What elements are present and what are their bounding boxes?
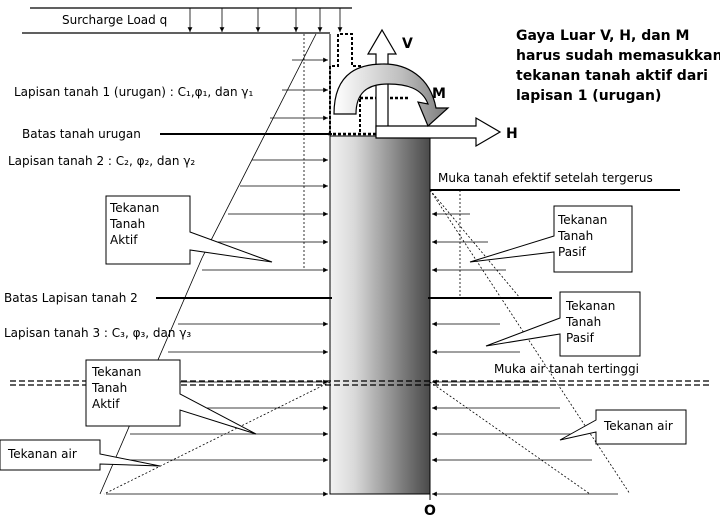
force-label-h: H xyxy=(506,126,518,142)
surcharge-label: Surcharge Load q xyxy=(62,13,167,27)
callout-water-right-text: Tekanan air xyxy=(603,419,673,433)
origin-label: O xyxy=(424,503,436,518)
note-line-4: lapisan 1 (urugan) xyxy=(516,88,661,104)
pile xyxy=(329,135,431,495)
layer2-boundary-label: Batas Lapisan tanah 2 xyxy=(4,291,138,305)
callout-active-lower: Tekanan Tanah Aktif xyxy=(85,359,257,435)
callout-active-upper-line-2: Tanah xyxy=(109,217,145,231)
callout-passive-upper: Tekanan Tanah Pasif xyxy=(469,205,633,273)
note-line-2: harus sudah memasukkan xyxy=(516,48,720,64)
surcharge-load: Surcharge Load q xyxy=(22,7,352,34)
callout-active-upper-line-1: Tekanan xyxy=(109,201,159,215)
water-table-label: Muka air tanah tertinggi xyxy=(494,362,639,376)
callout-active-upper-line-3: Aktif xyxy=(110,233,138,247)
effective-ground-label: Muka tanah efektif setelah tergerus xyxy=(438,171,653,185)
force-label-v: V xyxy=(402,36,413,52)
callout-water-right: Tekanan air xyxy=(559,409,687,445)
callout-passive-upper-line-3: Pasif xyxy=(558,245,587,259)
callout-active-lower-line-1: Tekanan xyxy=(91,365,141,379)
fill-boundary-label: Batas tanah urugan xyxy=(22,127,141,141)
callout-water-left: Tekanan air xyxy=(0,439,161,471)
callout-active-lower-line-3: Aktif xyxy=(92,397,120,411)
callout-active-upper: Tekanan Tanah Aktif xyxy=(105,195,273,265)
callout-passive-lower-line-1: Tekanan xyxy=(565,299,615,313)
layer2-label: Lapisan tanah 2 : C₂, φ₂, dan γ₂ xyxy=(8,154,195,168)
force-label-m: M xyxy=(432,86,446,102)
pile-cap-outline xyxy=(329,33,361,134)
moment-arrow xyxy=(333,63,450,128)
callout-passive-upper-line-2: Tanah xyxy=(557,229,593,243)
callout-passive-lower-line-3: Pasif xyxy=(566,331,595,345)
note-line-1: Gaya Luar V, H, dan M xyxy=(516,28,689,44)
external-forces: V M H xyxy=(333,28,518,148)
callout-passive-lower: Tekanan Tanah Pasif xyxy=(485,291,641,357)
layer3-label: Lapisan tanah 3 : C₃, φ₃, dan γ₃ xyxy=(4,326,191,340)
callout-active-lower-line-2: Tanah xyxy=(91,381,127,395)
water-pressure-envelope xyxy=(103,381,591,495)
horizontal-force-arrow xyxy=(375,116,502,148)
external-force-note: Gaya Luar V, H, dan M harus sudah memasu… xyxy=(516,28,720,104)
layer1-label: Lapisan tanah 1 (urugan) : C₁,φ₁, dan γ₁ xyxy=(14,85,254,99)
callout-passive-lower-line-2: Tanah xyxy=(565,315,601,329)
callout-passive-upper-line-1: Tekanan xyxy=(557,213,607,227)
note-line-3: tekanan tanah aktif dari xyxy=(516,68,708,84)
callout-water-left-text: Tekanan air xyxy=(7,447,77,461)
